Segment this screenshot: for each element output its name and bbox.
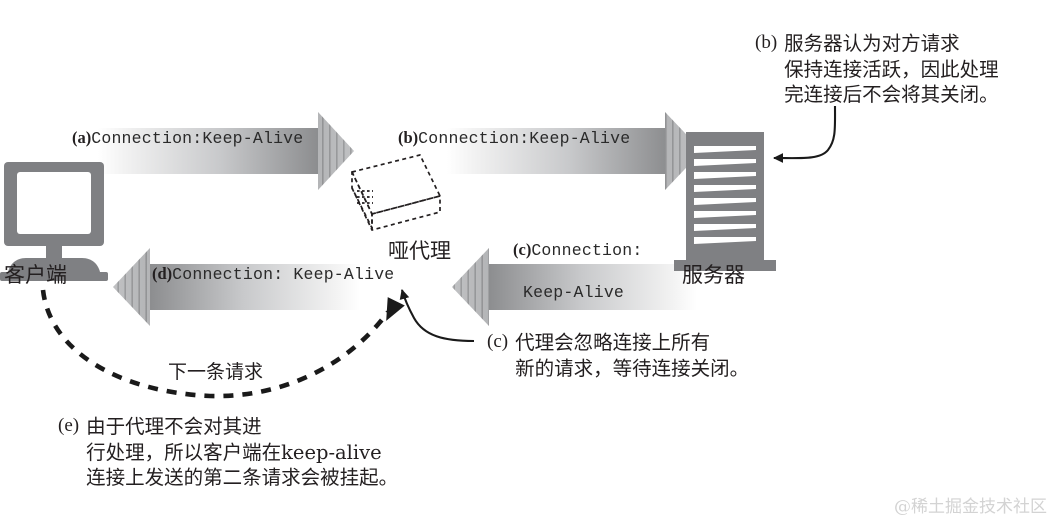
annotation-e-body: 由于代理不会对其进 行处理，所以客户端在keep-alive 连接上发送的第二条… — [86, 415, 399, 490]
flow-arrow-d-tag: (d) — [152, 264, 173, 284]
next-request-label: 下一条请求 — [168, 361, 264, 383]
callout-arrow-c — [399, 289, 475, 343]
annotation-e-tag: (e) — [58, 415, 80, 436]
flow-arrow-d — [113, 248, 360, 326]
flow-arrow-a-text: Connection:Keep-Alive — [91, 129, 304, 149]
annotation-c-tag: (c) — [487, 331, 509, 352]
callout-arrow-b — [773, 105, 837, 163]
annotation-c-body: 代理会忽略连接上所有 新的请求，等待连接关闭。 — [515, 331, 750, 380]
flow-arrow-c-tag: (c) — [513, 240, 532, 260]
flow-arrow-a-tag: (a) — [72, 128, 92, 148]
client-node-label: 客户端 — [4, 263, 67, 287]
server-node-label: 服务器 — [682, 263, 745, 287]
annotation-b: (b) 服务器认为对方请求 保持连接活跃，因此处理 完连接后不会将其关闭。 — [755, 31, 1055, 108]
flow-arrow-a — [98, 112, 354, 190]
annotation-b-tag: (b) — [755, 32, 778, 53]
flow-arrow-b — [447, 112, 702, 190]
flow-arrow-d-label: (d)Connection: Keep-Alive — [136, 243, 394, 306]
server-tower-icon — [674, 132, 776, 271]
flow-arrow-b-label: (b)Connection:Keep-Alive — [382, 107, 630, 170]
watermark: @稀土掘金技术社区 — [894, 497, 1047, 517]
annotation-c: (c) 代理会忽略连接上所有 新的请求，等待连接关闭。 — [487, 330, 817, 381]
flow-arrow-c — [452, 248, 697, 326]
flow-arrow-b-text: Connection:Keep-Alive — [418, 129, 631, 149]
proxy-node-label: 哑代理 — [388, 239, 451, 263]
proxy-box-icon — [351, 154, 441, 231]
flow-arrow-d-text: Connection: Keep-Alive — [172, 265, 395, 285]
flow-arrow-b-tag: (b) — [398, 128, 419, 148]
annotation-b-body: 服务器认为对方请求 保持连接活跃，因此处理 完连接后不会将其关闭。 — [784, 32, 999, 107]
computer-screen-glass — [17, 172, 91, 234]
next-request-arrowhead — [386, 297, 405, 321]
flow-arrow-c-label: (c)Connection: Keep-Alive — [497, 219, 642, 344]
flow-arrow-c-text-line1: Connection: — [531, 241, 643, 261]
next-request-dashed-curve — [40, 289, 390, 399]
flow-arrow-a-label: (a)Connection:Keep-Alive — [56, 107, 303, 170]
flow-arrow-c-text-line2: Keep-Alive — [523, 283, 625, 303]
annotation-e: (e) 由于代理不会对其进 行处理，所以客户端在keep-alive 连接上发送… — [58, 414, 488, 491]
